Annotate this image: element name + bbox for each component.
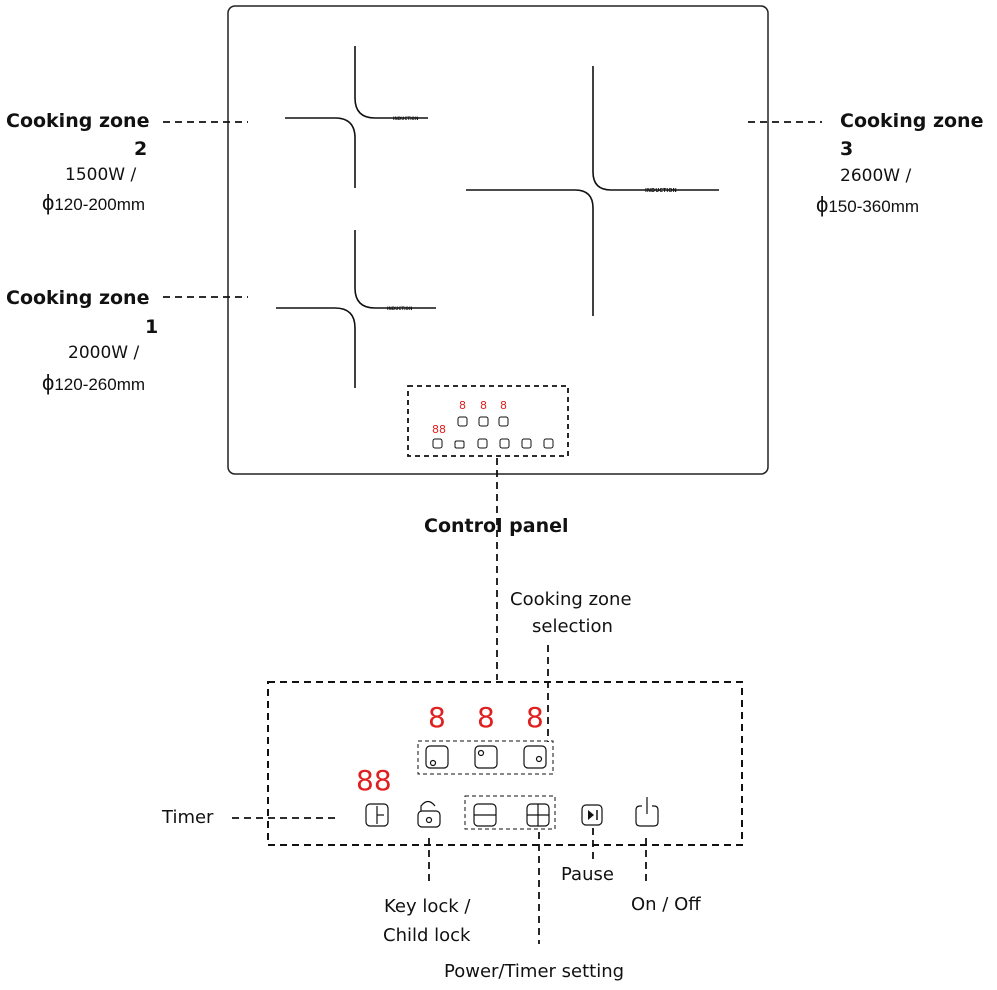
power-button-icon xyxy=(635,797,659,827)
zone1-induction-mark: INDUCTION xyxy=(387,306,412,311)
zone-selection-label-line2: selection xyxy=(532,616,613,637)
hob-mini-displays: 8 8 8 88 xyxy=(432,399,507,436)
mini-power-button xyxy=(543,438,554,449)
zone1-diameter-row: ϕ120-260mm xyxy=(42,370,145,396)
plus-button-icon xyxy=(526,803,550,827)
zone1-title: Cooking zone xyxy=(6,287,150,309)
mini-zone1-button xyxy=(457,416,468,427)
zone3-mark xyxy=(466,66,719,316)
hob-control-panel-box xyxy=(407,385,569,457)
zone2-select-button xyxy=(474,745,498,769)
zone1-power: 2000W / xyxy=(68,343,140,363)
on-off-label: On / Off xyxy=(631,894,701,915)
mini-minus-button xyxy=(477,438,488,449)
zone1-diameter: 120-260mm xyxy=(54,375,146,394)
mini-zone3-digit: 8 xyxy=(500,399,507,412)
timer-label: Timer xyxy=(162,807,214,828)
zone1-diameter-symbol: ϕ xyxy=(42,370,55,395)
zone3-number: 3 xyxy=(840,138,854,160)
pause-label: Pause xyxy=(561,864,614,885)
zone2-diameter-row: ϕ120-200mm xyxy=(42,190,145,216)
minus-button-icon xyxy=(473,803,497,827)
control-panel-label: Control panel xyxy=(424,515,569,537)
timer-digit-display: 88 xyxy=(356,764,392,797)
zone2-diameter-symbol: ϕ xyxy=(42,190,55,215)
mini-lock-button xyxy=(454,440,465,449)
zone1-select-button xyxy=(425,745,449,769)
mini-pause-button xyxy=(521,438,532,449)
zone2-induction-mark: INDUCTION xyxy=(393,116,418,121)
zone3-diameter: 150-360mm xyxy=(828,197,920,216)
zone2-title: Cooking zone xyxy=(6,110,150,132)
hob-outline xyxy=(227,5,769,475)
zone3-induction-mark: INDUCTION xyxy=(645,188,677,194)
zone3-diameter-symbol: ϕ xyxy=(816,192,829,217)
zone1-mark xyxy=(276,230,436,388)
mini-zone3-button xyxy=(498,416,509,427)
mini-timer-button xyxy=(432,438,443,449)
zone3-digit-display: 8 xyxy=(526,701,544,734)
zone3-select-button xyxy=(523,745,547,769)
lock-button-icon xyxy=(417,800,441,828)
zone2-number: 2 xyxy=(134,138,148,160)
hob-mini-buttons xyxy=(432,416,554,449)
control-panel-detail-box xyxy=(267,681,743,846)
zone3-diameter-row: ϕ150-360mm xyxy=(816,192,919,218)
zone2-digit-display: 8 xyxy=(477,701,495,734)
zone1-digit-display: 8 xyxy=(428,701,446,734)
pause-button-icon xyxy=(581,804,603,826)
zone2-power: 1500W / xyxy=(65,165,137,185)
mini-zone2-digit: 8 xyxy=(480,399,487,412)
mini-timer-digits: 88 xyxy=(432,423,446,436)
zone3-power: 2600W / xyxy=(840,166,912,186)
mini-zone1-digit: 8 xyxy=(459,399,466,412)
mini-zone2-button xyxy=(478,416,489,427)
timer-button-icon xyxy=(365,803,389,827)
zone1-number: 1 xyxy=(145,316,159,338)
zone-selection-label-line1: Cooking zone xyxy=(510,589,632,610)
zone3-title: Cooking zone xyxy=(840,110,984,132)
key-lock-label-line1: Key lock / xyxy=(384,896,471,917)
key-lock-label-line2: Child lock xyxy=(383,925,471,946)
mini-plus-button xyxy=(499,438,510,449)
zone2-diameter: 120-200mm xyxy=(54,195,146,214)
power-setting-group-box xyxy=(464,795,556,830)
zone2-mark xyxy=(285,46,428,188)
power-timer-setting-label: Power/Timer setting xyxy=(444,961,625,982)
